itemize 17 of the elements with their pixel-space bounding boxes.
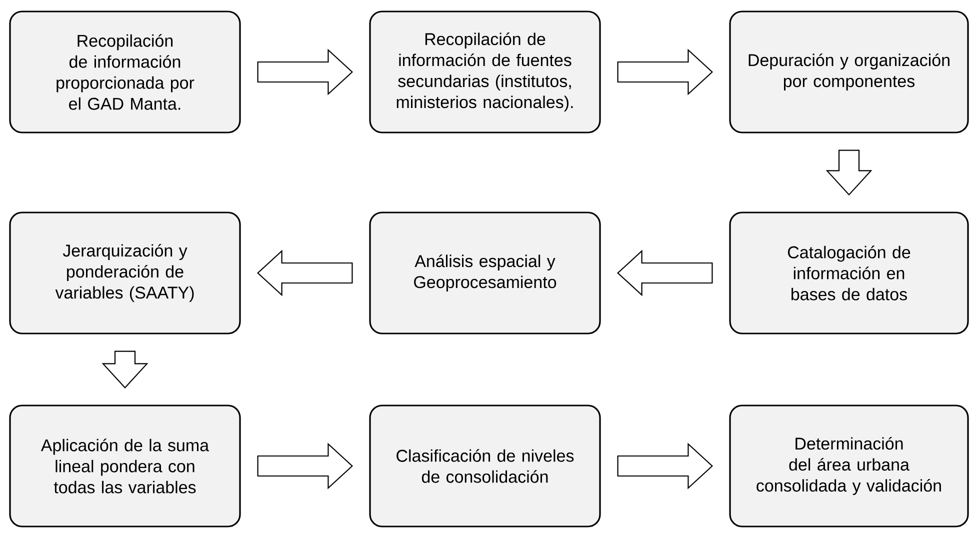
block-arrow: [257, 442, 354, 490]
process-box: Depuración y organización por componentes: [729, 10, 969, 134]
process-box: Recopilación de información proporcionada por el GAD Manta.: [9, 10, 241, 134]
process-box: Jerarquización y ponderación de variables (SAATY): [9, 212, 241, 334]
process-box: Aplicación de la suma lineal pondera con todas las variables: [9, 404, 241, 528]
process-box: Recopilación de información de fuentes secundarias (institutos, ministerios nacionales).: [369, 10, 601, 134]
block-arrow: [102, 350, 148, 389]
process-box: Determinación del área urbana consolidada y validación: [729, 404, 969, 528]
block-arrow: [826, 150, 872, 196]
block-arrow: [617, 250, 713, 296]
block-arrow: [257, 250, 353, 296]
block-arrow: [617, 442, 714, 490]
process-box: Clasificación de niveles de consolidación: [369, 404, 601, 528]
block-arrow: [257, 48, 354, 96]
process-box: Catalogación de información en bases de datos: [729, 212, 969, 334]
process-box: Análisis espacial y Geoprocesamiento: [369, 212, 601, 334]
block-arrow: [617, 48, 714, 96]
